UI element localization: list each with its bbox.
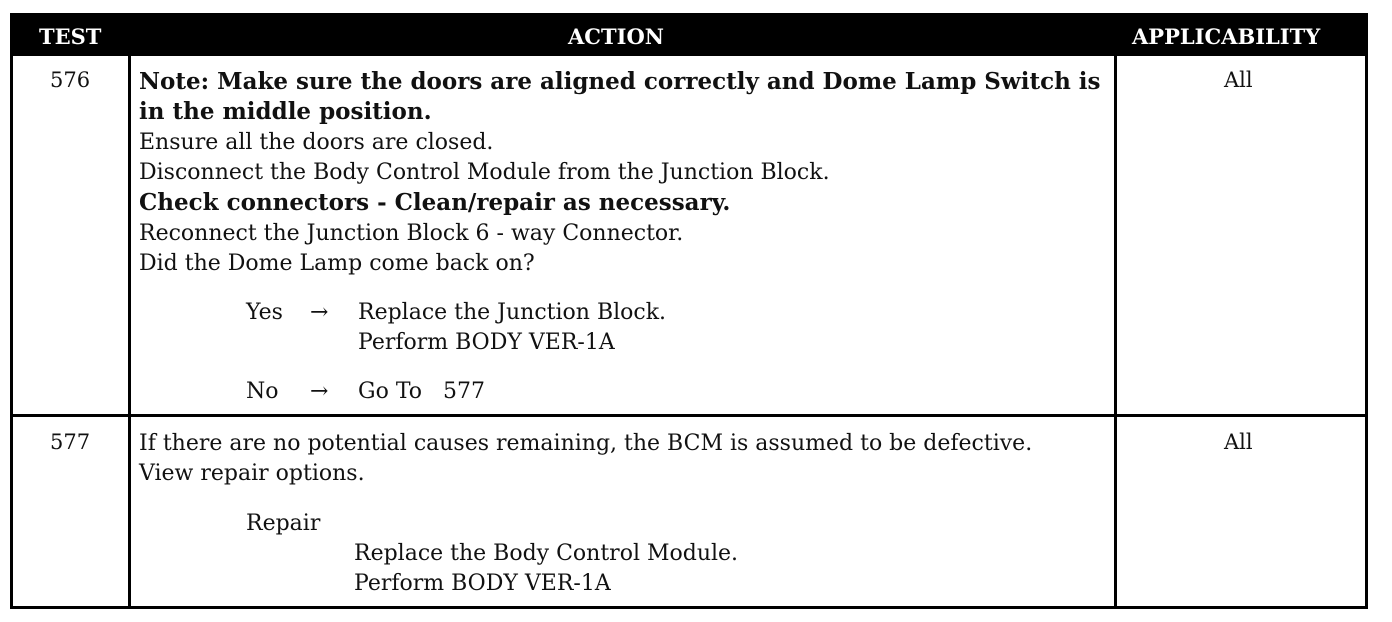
header-test: TEST <box>39 24 102 49</box>
repair-action: Perform BODY VER-1A <box>354 571 611 596</box>
note-line: Note: Make sure the doors are aligned co… <box>139 68 1101 95</box>
column-divider <box>1114 56 1117 609</box>
step-text: Reconnect the Junction Block 6 - way Con… <box>139 221 684 246</box>
yes-label: Yes <box>246 300 283 325</box>
applicability-value: All <box>1224 68 1253 92</box>
repair-action: Replace the Body Control Module. <box>354 541 739 566</box>
note-line: in the middle position. <box>139 98 432 125</box>
applicability-value: All <box>1224 430 1253 454</box>
diagnostic-table: TEST ACTION APPLICABILITY 576 All Note: … <box>10 13 1368 609</box>
no-action: Go To 577 <box>358 379 485 404</box>
yes-action: Replace the Junction Block. <box>358 300 667 325</box>
yes-action: Perform BODY VER-1A <box>358 330 615 355</box>
arrow-icon: → <box>310 300 329 325</box>
row-divider <box>13 414 1365 417</box>
test-number: 576 <box>50 68 91 92</box>
table-header: TEST ACTION APPLICABILITY <box>13 16 1365 56</box>
no-label: No <box>246 379 279 404</box>
repair-label: Repair <box>246 511 321 536</box>
question-text: Did the Dome Lamp come back on? <box>139 251 535 276</box>
arrow-icon: → <box>310 379 329 404</box>
step-text: Disconnect the Body Control Module from … <box>139 160 830 185</box>
header-action: ACTION <box>568 24 664 49</box>
step-text: View repair options. <box>139 461 365 486</box>
header-applicability: APPLICABILITY <box>1132 24 1321 49</box>
step-text: Ensure all the doors are closed. <box>139 130 494 155</box>
step-text-bold: Check connectors - Clean/repair as neces… <box>139 189 731 216</box>
step-text: If there are no potential causes remaini… <box>139 431 1033 456</box>
test-number: 577 <box>50 430 91 454</box>
column-divider <box>128 56 131 609</box>
